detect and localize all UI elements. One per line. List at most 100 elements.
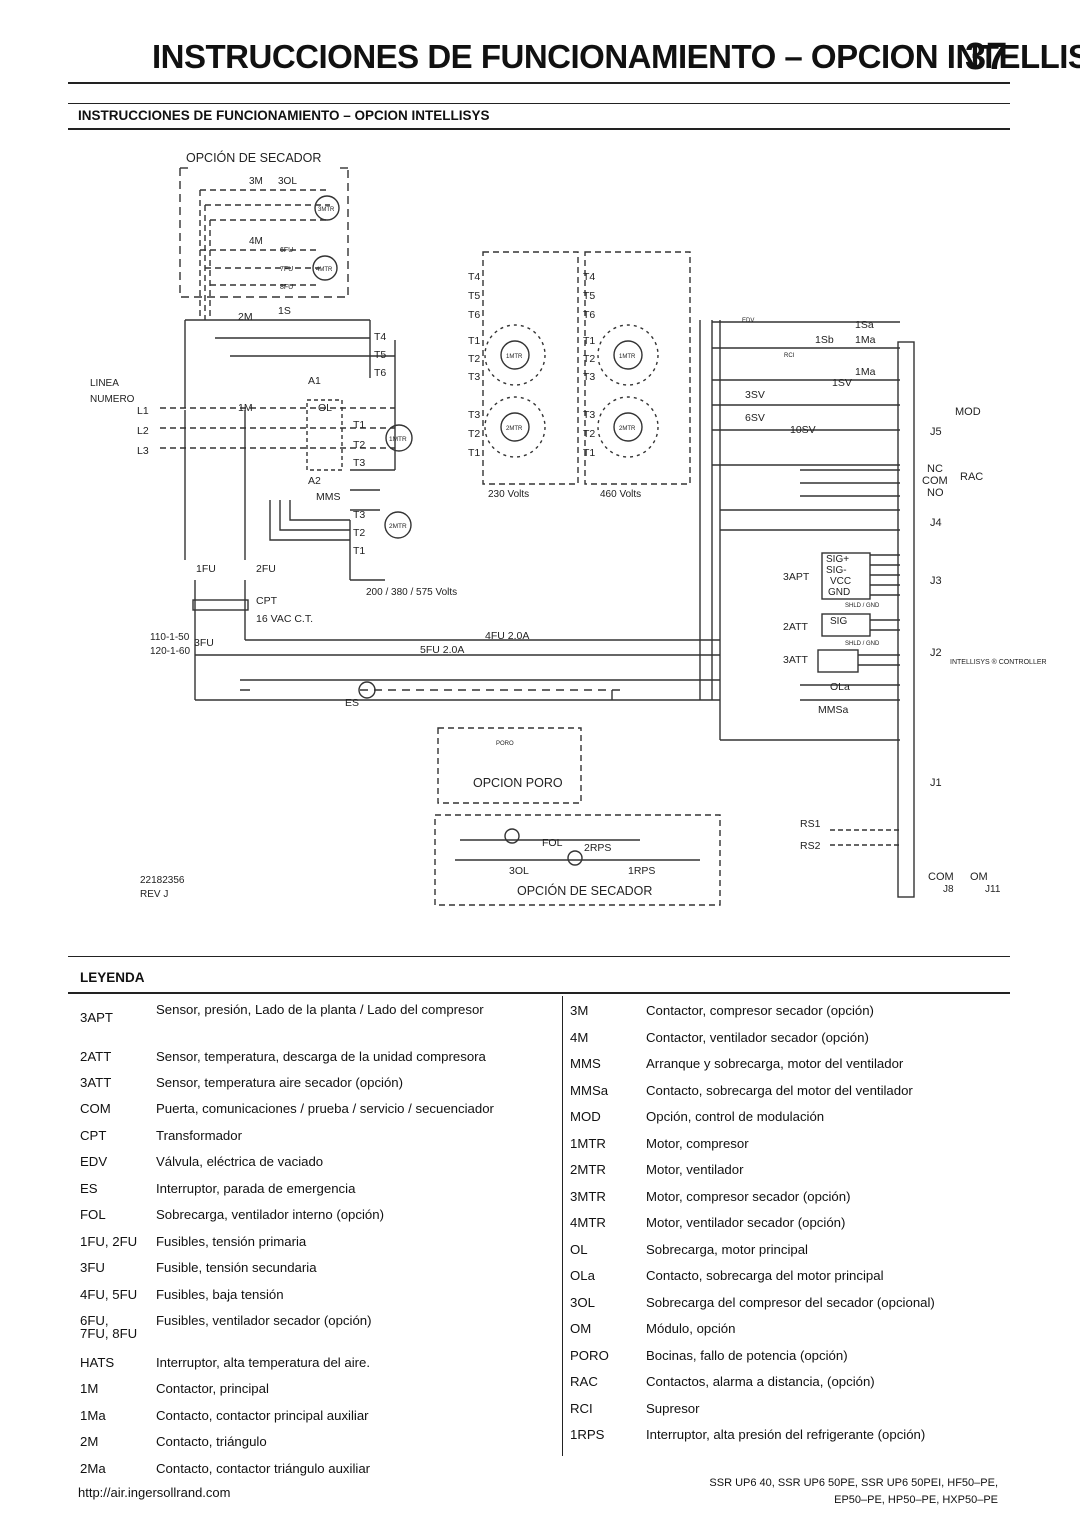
svg-text:T1: T1 <box>583 447 595 459</box>
svg-text:5FU 2.0A: 5FU 2.0A <box>420 644 464 656</box>
svg-text:1Sa: 1Sa <box>855 319 874 331</box>
linea-label: LINEA <box>90 378 119 389</box>
svg-text:3M: 3M <box>249 176 263 187</box>
legend-code: 1MTR <box>570 1136 606 1151</box>
svg-text:1MTR: 1MTR <box>506 354 523 360</box>
svg-text:VCC: VCC <box>830 576 851 587</box>
svg-text:PORO: PORO <box>496 741 514 747</box>
legend-code: CPT <box>80 1128 107 1143</box>
svg-text:OL: OL <box>318 402 332 414</box>
svg-text:8FU: 8FU <box>280 284 293 291</box>
svg-text:T2: T2 <box>353 527 365 539</box>
footer-models: SSR UP6 40, SSR UP6 50PE, SSR UP6 50PEI,… <box>709 1475 998 1509</box>
svg-text:3MTR: 3MTR <box>318 207 335 213</box>
legend-code: RCI <box>570 1401 593 1416</box>
svg-text:NO: NO <box>927 487 944 499</box>
svg-text:4FU 2.0A: 4FU 2.0A <box>485 630 529 642</box>
legend-code: 4MTR <box>570 1215 606 1230</box>
legend-code: MOD <box>570 1109 601 1124</box>
svg-text:3OL: 3OL <box>278 176 297 187</box>
svg-text:4MTR: 4MTR <box>316 267 333 273</box>
svg-text:L1: L1 <box>137 405 149 417</box>
svg-text:T2: T2 <box>468 428 480 440</box>
section-title: INSTRUCCIONES DE FUNCIONAMIENTO – OPCION… <box>78 108 490 123</box>
legend-description: Fusibles, baja tensión <box>156 1287 284 1302</box>
svg-text:RS2: RS2 <box>800 840 821 852</box>
svg-text:SIG: SIG <box>830 616 847 627</box>
legend-code: 3FU <box>80 1260 105 1275</box>
legend-code: HATS <box>80 1355 115 1370</box>
svg-text:1Ma: 1Ma <box>855 334 876 346</box>
legend-code: EDV <box>80 1154 108 1169</box>
legend-description: Fusibles, tensión primaria <box>156 1234 307 1249</box>
svg-text:T2: T2 <box>583 353 595 365</box>
legend-code: ES <box>80 1181 98 1196</box>
dryer-option-top: OPCIÓN DE SECADOR <box>186 150 321 165</box>
svg-text:J1: J1 <box>930 777 942 789</box>
svg-text:T5: T5 <box>374 349 386 361</box>
legend-code: 4FU, 5FU <box>80 1287 138 1302</box>
legend-rule <box>68 992 1010 994</box>
legend-code: 4M <box>570 1030 589 1045</box>
legend-description: Sensor, temperatura aire secador (opción… <box>156 1075 404 1090</box>
svg-text:2MTR: 2MTR <box>389 523 407 530</box>
svg-text:RCI: RCI <box>784 353 795 359</box>
legend-description: Fusibles, ventilador secador (opción) <box>156 1313 372 1328</box>
legend-description: Arranque y sobrecarga, motor del ventila… <box>646 1056 904 1071</box>
legend-code: 3ATT <box>80 1075 112 1090</box>
svg-text:T3: T3 <box>583 409 595 421</box>
svg-text:1Ma: 1Ma <box>855 366 876 378</box>
legend-description: Sensor, presión, Lado de la planta / Lad… <box>156 1002 484 1017</box>
page-header-title: INSTRUCCIONES DE FUNCIONAMIENTO – OPCION… <box>152 38 1080 75</box>
svg-text:2M: 2M <box>238 311 253 323</box>
legend-code: RAC <box>570 1374 598 1389</box>
legend-code: 1FU, 2FU <box>80 1234 138 1249</box>
header-rule <box>68 82 1010 84</box>
svg-text:T2: T2 <box>583 428 595 440</box>
svg-text:1MTR: 1MTR <box>389 436 407 443</box>
controller-label: INTELLISYS ® CONTROLLER <box>950 658 1047 666</box>
svg-text:6FU: 6FU <box>280 247 293 254</box>
svg-text:3ATT: 3ATT <box>783 654 808 666</box>
legend-description: Válvula, eléctrica de vaciado <box>156 1154 324 1169</box>
svg-text:GND: GND <box>828 587 850 598</box>
svg-text:T4: T4 <box>468 271 480 283</box>
legend-description: Sobrecarga del compresor del secador (op… <box>646 1295 935 1310</box>
dryer-option-bottom: OPCIÓN DE SECADOR <box>517 883 652 898</box>
svg-text:CPT: CPT <box>256 595 278 607</box>
svg-text:1MTR: 1MTR <box>619 354 636 360</box>
legend-description: Contactos, alarma a distancia, (opción) <box>646 1374 875 1389</box>
svg-text:3APT: 3APT <box>783 571 810 583</box>
legend-rule-top <box>68 956 1010 957</box>
svg-text:T1: T1 <box>583 335 595 347</box>
svg-text:L2: L2 <box>137 425 149 437</box>
svg-text:T1: T1 <box>353 545 365 557</box>
svg-text:J4: J4 <box>930 517 942 529</box>
svg-text:ES: ES <box>345 697 359 709</box>
legend-description: Opción, control de modulación <box>646 1109 825 1124</box>
svg-text:2FU: 2FU <box>256 563 276 575</box>
legend-description: Motor, compresor secador (opción) <box>646 1189 851 1204</box>
legend-description: Contacto, sobrecarga del motor principal <box>646 1268 884 1283</box>
legend-code: MMS <box>570 1056 601 1071</box>
legend-description: Interruptor, alta temperatura del aire. <box>156 1355 371 1370</box>
legend-code: MMSa <box>570 1083 609 1098</box>
legend-description: Contacto, contactor triángulo auxiliar <box>156 1461 371 1476</box>
legend-code: 6FU, <box>80 1313 109 1328</box>
legend-code: FOL <box>80 1207 106 1222</box>
legend-description: Contacto, sobrecarga del motor del venti… <box>646 1083 913 1098</box>
svg-text:4M: 4M <box>249 236 263 247</box>
svg-text:RS1: RS1 <box>800 818 821 830</box>
footer-url[interactable]: http://air.ingersollrand.com <box>78 1485 231 1500</box>
svg-text:1Sb: 1Sb <box>815 334 834 346</box>
legend-description: Contacto, contactor principal auxiliar <box>156 1408 369 1423</box>
svg-text:T6: T6 <box>374 367 386 379</box>
svg-text:T6: T6 <box>583 309 595 321</box>
svg-text:T4: T4 <box>374 331 386 343</box>
svg-text:16 VAC C.T.: 16 VAC C.T. <box>256 613 313 625</box>
legend-description: Contactor, principal <box>156 1381 269 1396</box>
legend-description: Sobrecarga, motor principal <box>646 1242 808 1257</box>
svg-text:6SV: 6SV <box>745 412 765 424</box>
legend-description: Interruptor, parada de emergencia <box>156 1181 356 1196</box>
svg-text:T5: T5 <box>583 290 595 302</box>
